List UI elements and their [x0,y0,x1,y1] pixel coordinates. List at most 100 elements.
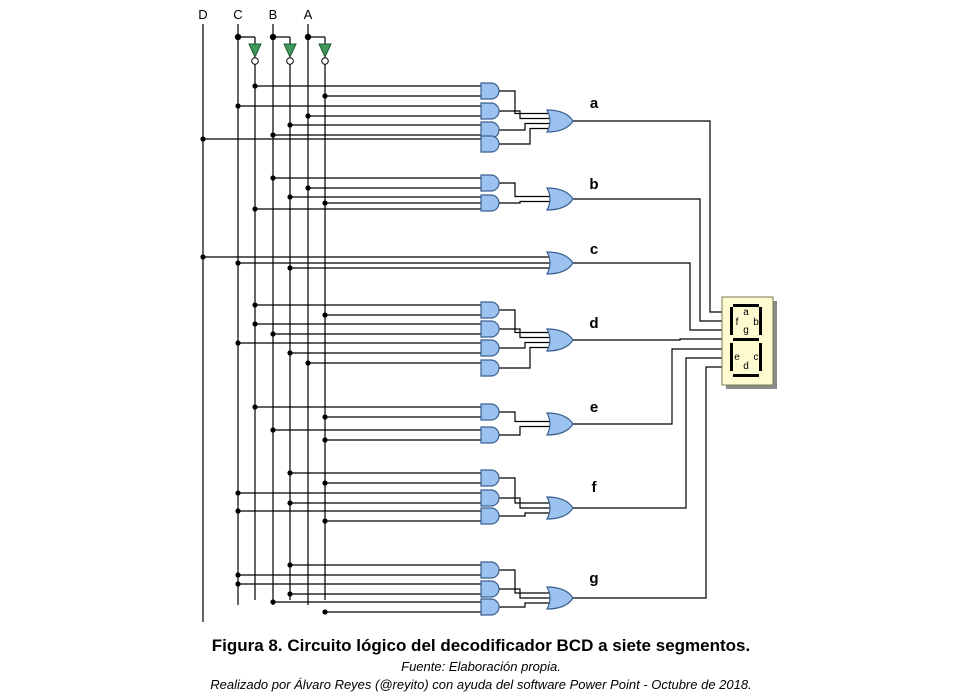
and-gate-a-2 [480,102,500,120]
wire [499,477,550,504]
and-gate-b-2 [480,194,500,212]
or-gate-c [545,251,574,275]
segment-e [730,343,733,371]
wire [499,569,550,594]
inverter-bubble [321,57,329,65]
wire [499,602,550,608]
wire [499,182,550,198]
junction-dot [235,581,241,587]
wire [499,497,550,509]
wire [573,198,722,322]
segment-label-g: g [743,325,749,336]
and-gate-d-3 [480,339,500,357]
junction-dot [235,508,241,514]
inverter-bubble [251,57,259,65]
wire [499,200,550,204]
segment-a [733,304,759,307]
input-label-d: D [198,7,207,22]
wire [499,309,550,334]
and-gate-a-1 [480,82,500,100]
junction-dot [287,122,293,128]
inverter-b [283,43,297,59]
junction-dot [305,360,311,366]
output-label-c: c [590,241,598,258]
wire [499,341,550,349]
junction-dot [252,302,258,308]
and-gate-b-1 [480,174,500,192]
junction-dot [287,265,293,271]
junction-dot [322,518,328,524]
wire [573,120,722,313]
wires [202,24,722,622]
junction-dot [287,194,293,200]
wire [499,425,550,436]
junction-dot [287,562,293,568]
wire [499,328,550,339]
segment-label-d: d [743,361,749,372]
junction-dot [287,591,293,597]
inverter-a [318,43,332,59]
wire [573,357,722,509]
input-label-b: B [269,7,278,22]
segment-label-a: a [743,307,749,318]
and-gate-a-4 [480,135,500,153]
or-gate-a [545,109,574,133]
junction-dot [235,260,241,266]
junction-dot [322,437,328,443]
wire [499,122,550,131]
and-gate-d-4 [480,359,500,377]
segment-label-c: c [754,352,759,363]
segment-d [733,374,759,377]
wire [499,346,550,369]
and-gate-d-1 [480,301,500,319]
junction-dot [270,331,276,337]
wire [573,262,722,331]
junctions [200,33,328,615]
wire [499,411,550,423]
or-gate-g [545,586,574,610]
figure-caption-credit: Realizado por Álvaro Reyes (@reyito) con… [210,677,752,692]
or-gate-f [545,496,574,520]
junction-dot [322,312,328,318]
junction-dot [235,103,241,109]
junction-dot [304,33,312,41]
wire [573,366,722,599]
output-label-e: e [590,399,598,416]
gates [248,43,574,616]
junction-dot [270,132,276,138]
wire [499,110,550,120]
segment-c [759,343,762,371]
junction-dot [200,254,206,260]
wire [499,127,550,145]
input-label-c: C [233,7,242,22]
output-label-f: f [592,479,598,496]
junction-dot [235,490,241,496]
junction-dot [269,33,277,41]
segment-g [733,338,759,341]
or-gate-d [545,328,574,352]
or-gate-e [545,412,574,436]
junction-dot [270,599,276,605]
segment-label-b: b [753,317,759,328]
junction-dot [287,350,293,356]
and-gate-f-1 [480,469,500,487]
junction-dot [322,93,328,99]
wire [499,588,550,599]
figure-caption-source: Fuente: Elaboración propia. [401,659,561,674]
junction-dot [305,113,311,119]
and-gate-e-2 [480,426,500,444]
output-label-g: g [589,570,598,587]
junction-dot [270,427,276,433]
junction-dot [270,175,276,181]
and-gate-g-1 [480,561,500,579]
junction-dot [322,480,328,486]
segment-label-f: f [736,317,739,328]
and-gate-f-2 [480,489,500,507]
output-label-a: a [590,95,599,112]
junction-dot [322,609,328,615]
wire [499,90,550,115]
junction-dot [235,340,241,346]
segment-f [730,307,733,335]
